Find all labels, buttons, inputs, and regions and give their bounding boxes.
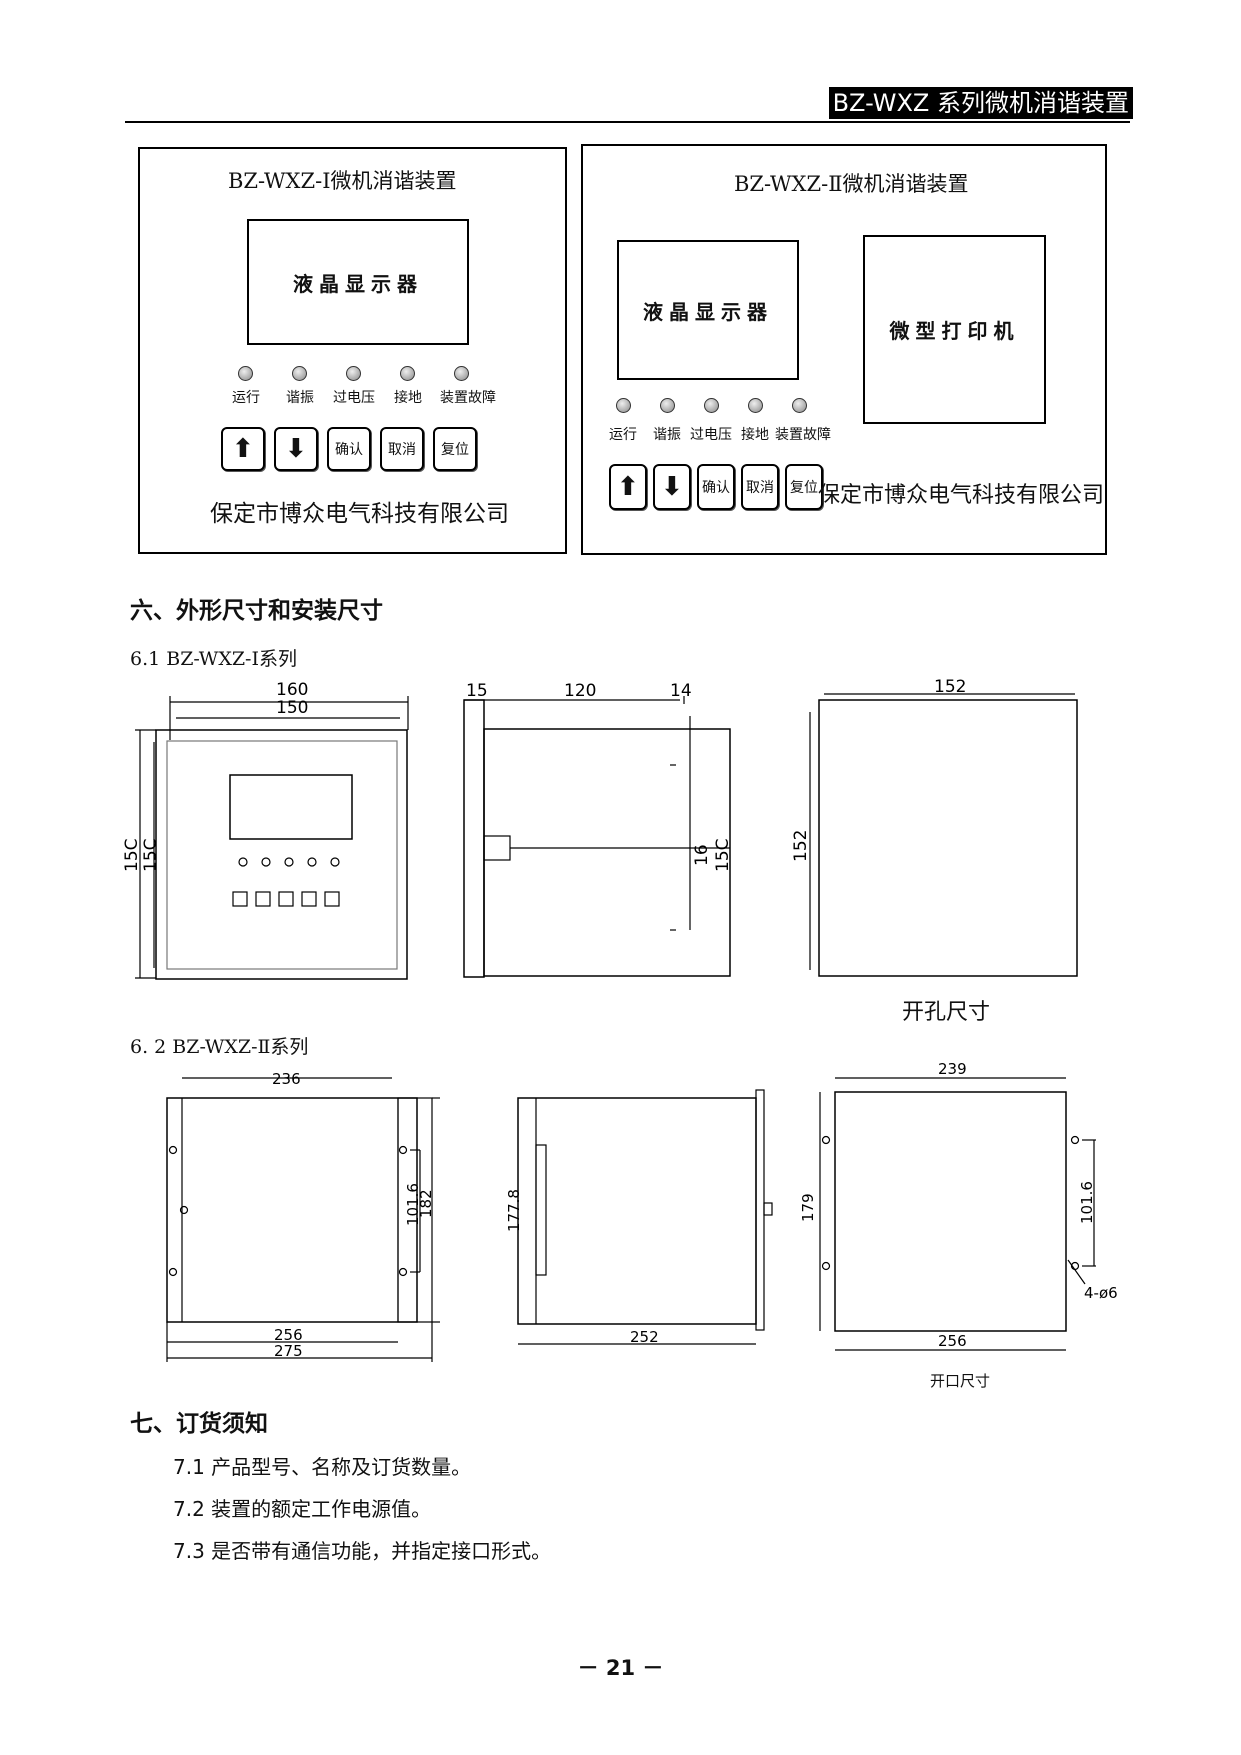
arrow-up-icon: ⬆ — [617, 472, 639, 502]
subsection-6-1-title: 6.1 BZ-WXZ-Ⅰ系列 — [130, 648, 297, 670]
dim-ii-side-height: 177.8 — [505, 1189, 523, 1232]
led-indicator — [346, 366, 361, 381]
arrow-down-icon: ⬇ — [661, 472, 683, 502]
cutout-caption-ii: 开口尺寸 — [930, 1372, 991, 1390]
led-label-overvoltage: 过电压 — [690, 427, 732, 443]
up-button[interactable]: ⬆ — [609, 464, 647, 510]
lcd-screen: 液晶显示器 — [247, 219, 469, 345]
dim-side-c: 14 — [670, 681, 692, 701]
dim-ii-side-width: 252 — [630, 1328, 659, 1346]
confirm-button[interactable]: 确认 — [697, 464, 735, 510]
led-indicator — [704, 398, 719, 413]
led-indicator — [748, 398, 763, 413]
led-indicator — [792, 398, 807, 413]
section-6-heading: 六、外形尺寸和安装尺寸 — [130, 598, 383, 624]
led-indicator — [292, 366, 307, 381]
panel-title: BZ-WXZ-Ⅱ微机消谐装置 — [734, 172, 969, 196]
led-label-overvoltage: 过电压 — [333, 390, 375, 406]
dim-ii-front-bottom-2: 275 — [274, 1342, 303, 1360]
led-label-resonance: 谐振 — [286, 390, 314, 406]
panel-bz-wxz-2: BZ-WXZ-Ⅱ微机消谐装置 液晶显示器 微型打印机 运行 谐振 过电压 接地 … — [581, 144, 1107, 555]
dim-ii-front-height: 182 — [417, 1189, 435, 1218]
dim-side-b: 120 — [564, 681, 596, 701]
led-label-fault: 装置故障 — [440, 390, 496, 406]
page-number: － 21 － — [577, 1656, 664, 1680]
lcd-screen: 液晶显示器 — [617, 240, 799, 380]
led-indicator — [454, 366, 469, 381]
dim-front-inner-height: 15C — [141, 838, 161, 872]
document-header-title: BZ-WXZ 系列微机消谐装置 — [828, 87, 1133, 119]
cutout-caption: 开孔尺寸 — [902, 1000, 991, 1025]
led-label-fault: 装置故障 — [775, 427, 831, 443]
order-item-3: 7.3 是否带有通信功能，并指定接口形式。 — [173, 1539, 552, 1563]
micro-printer: 微型打印机 — [863, 235, 1046, 424]
dim-ii-cutout-hole-height: 101.6 — [1078, 1181, 1096, 1224]
panel-bz-wxz-1: BZ-WXZ-Ⅰ微机消谐装置 液晶显示器 运行 谐振 过电压 接地 装置故障 ⬆… — [138, 147, 567, 554]
dim-front-outer-width: 160 — [276, 680, 308, 700]
company-name: 保定市博众电气科技有限公司 — [210, 501, 509, 527]
led-indicator — [238, 366, 253, 381]
confirm-button[interactable]: 确认 — [327, 427, 371, 471]
up-button[interactable]: ⬆ — [221, 427, 265, 471]
led-label-run: 运行 — [232, 390, 260, 406]
led-label-ground: 接地 — [741, 427, 769, 443]
company-name: 保定市博众电气科技有限公司 — [818, 483, 1105, 508]
dim-side-h2: 15C — [713, 838, 733, 872]
down-button[interactable]: ⬇ — [653, 464, 691, 510]
reset-button[interactable]: 复位 — [433, 427, 477, 471]
dim-side-h1: 16 — [692, 844, 712, 866]
panel-title: BZ-WXZ-Ⅰ微机消谐装置 — [228, 169, 457, 193]
arrow-up-icon: ⬆ — [232, 434, 254, 464]
dim-front-inner-width: 150 — [276, 698, 308, 718]
dim-ii-cutout-top: 239 — [938, 1060, 967, 1078]
cancel-button[interactable]: 取消 — [741, 464, 779, 510]
led-label-resonance: 谐振 — [653, 427, 681, 443]
header-rule — [125, 121, 1130, 123]
section-7-heading: 七、订货须知 — [130, 1411, 268, 1437]
reset-button[interactable]: 复位 — [785, 464, 823, 510]
dim-ii-front-top: 236 — [272, 1070, 301, 1088]
dim-cutout-height: 152 — [791, 830, 811, 862]
order-item-1: 7.1 产品型号、名称及订货数量。 — [173, 1455, 472, 1479]
dim-cutout-width: 152 — [934, 677, 966, 697]
dim-ii-cutout-holes: 4-ø6 — [1084, 1284, 1118, 1302]
dim-ii-front-bottom-1: 256 — [274, 1326, 303, 1344]
dim-side-a: 15 — [466, 681, 488, 701]
led-indicator — [400, 366, 415, 381]
cancel-button[interactable]: 取消 — [380, 427, 424, 471]
dim-ii-cutout-height: 179 — [799, 1193, 817, 1222]
dim-front-outer-height: 15C — [122, 838, 142, 872]
led-label-ground: 接地 — [394, 390, 422, 406]
arrow-down-icon: ⬇ — [285, 434, 307, 464]
dim-ii-front-hole-height: 101.6 — [404, 1183, 422, 1226]
down-button[interactable]: ⬇ — [274, 427, 318, 471]
subsection-6-2-title: 6. 2 BZ-WXZ-Ⅱ系列 — [130, 1036, 309, 1058]
led-label-run: 运行 — [609, 427, 637, 443]
led-indicator — [616, 398, 631, 413]
order-item-2: 7.2 装置的额定工作电源值。 — [173, 1497, 432, 1521]
dim-ii-cutout-bottom: 256 — [938, 1332, 967, 1350]
led-indicator — [660, 398, 675, 413]
